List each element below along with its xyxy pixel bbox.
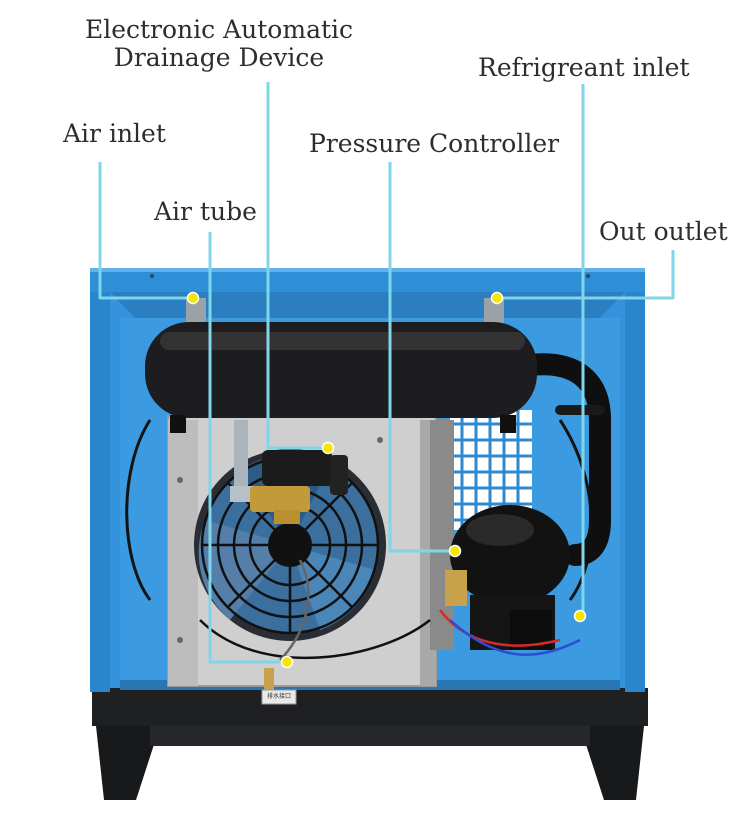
label-air-tube: Air tube [154,197,257,226]
label-drainage-line2: Drainage Device [113,43,325,72]
label-refrigerant-inlet: Refrigreant inlet [478,53,690,82]
refrigerant-pipe [519,353,611,566]
leader-air-tube [208,232,287,664]
marker-air-tube [280,655,294,669]
label-drainage-line1: Electronic Automatic [84,15,354,44]
base-frame [92,688,648,800]
drain-valve [230,420,348,524]
marker-pressure-controller [448,544,462,558]
label-drainage-device: Electronic Automatic Drainage Device [74,16,364,72]
label-out-outlet: Out outlet [599,217,728,246]
label-pressure-controller: Pressure Controller [309,129,560,158]
drain-outlet [261,668,297,705]
receiver-tank [145,298,537,433]
wiring [199,539,581,661]
marker-drainage [321,441,335,455]
leader-drainage [266,82,328,450]
label-air-inlet: Air inlet [63,119,166,148]
marker-dots [186,291,587,669]
marker-out-outlet [490,291,504,305]
device-tag: 排水接口 [266,693,291,700]
leader-pressure-controller [388,162,455,553]
marker-air-inlet [186,291,200,305]
leader-out-outlet [497,250,675,300]
compressor [445,505,570,650]
leader-air-inlet [98,162,193,300]
marker-refrigerant-inlet [573,609,587,623]
